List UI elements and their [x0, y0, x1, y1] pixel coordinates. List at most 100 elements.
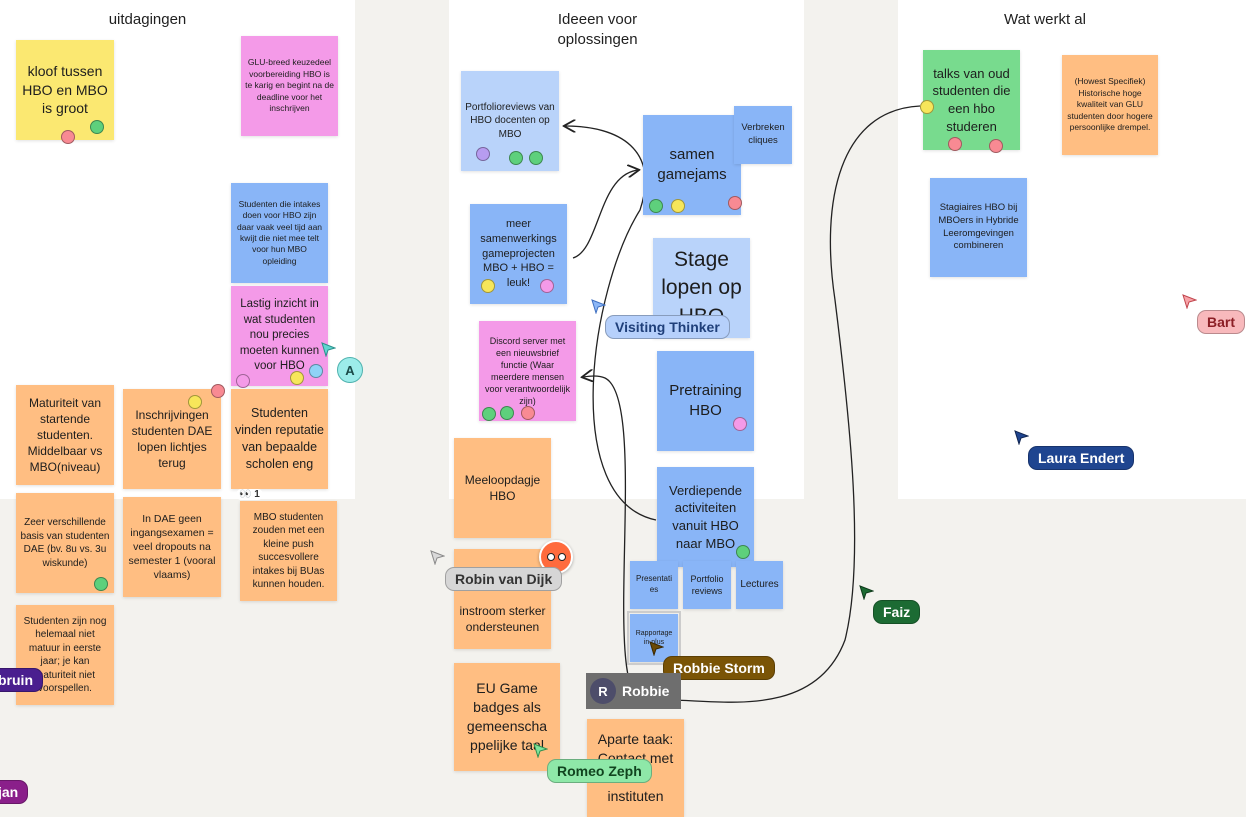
sticky-note-text: Discord server met een nieuwsbrief funct… [484, 335, 571, 407]
sticky-note[interactable]: In DAE geen ingangsexamen = veel dropout… [123, 497, 221, 597]
sticky-note-text: Stagiaires HBO bij MBOers in Hybride Lee… [938, 201, 1019, 252]
vote-dot [476, 147, 490, 161]
cursor-pointer-icon [533, 743, 548, 758]
cursor-label-faiz: Faiz [873, 600, 921, 624]
connector-discord [583, 376, 643, 701]
eyes-icon: 👀 [239, 489, 252, 500]
vote-dot [211, 384, 225, 398]
cursor-label-bart: Bart [1197, 310, 1246, 334]
vote-dot [500, 406, 514, 420]
sticky-note-text: In DAE geen ingangsexamen = veel dropout… [128, 512, 216, 582]
sticky-note[interactable]: samen gamejams [643, 115, 741, 215]
sticky-note-text: Presentaties [635, 574, 673, 594]
vote-dot [948, 137, 962, 151]
vote-dot [481, 279, 495, 293]
vote-dot [529, 151, 543, 165]
sticky-note-text: Studenten die intakes doen voor HBO zijn… [236, 198, 323, 266]
sticky-note[interactable]: EU Game badges als gemeenscha ppelijke t… [454, 663, 560, 771]
vote-dot [649, 199, 663, 213]
vote-dot [509, 151, 523, 165]
vote-dot [733, 417, 747, 431]
sticky-note[interactable]: Lectures [736, 561, 783, 609]
sticky-note[interactable]: Discord server met een nieuwsbrief funct… [479, 321, 576, 421]
vote-dot [989, 139, 1003, 153]
sticky-note[interactable]: GLU-breed keuzedeel voorbereiding HBO is… [241, 36, 338, 136]
sticky-note-text: Portfolio reviews [690, 573, 724, 596]
cursor-label-jan: jan [0, 780, 29, 804]
sticky-note-text: MBO studenten zouden met een kleine push… [252, 511, 325, 591]
sticky-note-text: kloof tussen HBO en MBO is groot [22, 62, 108, 117]
vote-dot [94, 577, 108, 591]
connector-gamejams [572, 170, 638, 259]
sticky-note-text: talks van oud studenten die een hbo stud… [932, 65, 1011, 134]
cursor-pointer-icon [430, 550, 445, 565]
cursor-label-robin-van-dijk: Robin van Dijk [445, 567, 563, 591]
sticky-note[interactable]: Studenten zijn nog helemaal niet matuur … [16, 605, 114, 705]
cursor-label-visiting-thinker: Visiting Thinker [605, 315, 730, 339]
vote-dot [90, 120, 104, 134]
vote-dot [671, 199, 685, 213]
sticky-note[interactable]: kloof tussen HBO en MBO is groot [16, 40, 114, 140]
connector-portfolio [565, 126, 657, 521]
cursor-pointer-icon [1182, 294, 1197, 309]
cursor-avatar-letter: A [345, 362, 355, 378]
sticky-note[interactable]: (Howest Specifiek) Historische hoge kwal… [1062, 55, 1158, 155]
sticky-note[interactable]: Zeer verschillende basis van studenten D… [16, 493, 114, 593]
sticky-note-text: Lastig inzicht in wat studenten nou prec… [239, 298, 320, 373]
sticky-note-text: Zeer verschillende basis van studenten D… [20, 517, 110, 569]
frame-title-uitdagingen: uitdagingen [108, 11, 187, 28]
cursor-label-romeo-zeph: Romeo Zeph [547, 759, 652, 783]
frame-title-wat-werkt-al: Wat werkt al [1004, 11, 1086, 28]
vote-dot [736, 545, 750, 559]
sticky-note[interactable]: Pretraining HBO [657, 351, 754, 451]
cursor-pointer-icon [321, 342, 336, 357]
sticky-note[interactable]: talks van oud studenten die een hbo stud… [923, 50, 1020, 150]
vote-dot [540, 279, 554, 293]
cursor-pointer-icon [1014, 430, 1029, 445]
sticky-note[interactable]: Studenten vinden reputatie van bepaalde … [231, 389, 328, 489]
avatar-letter: R [598, 683, 608, 699]
cursor-avatar-a: A [337, 357, 363, 383]
reaction-count: 1 [254, 489, 260, 500]
sticky-note-text: Studenten zijn nog helemaal niet matuur … [23, 615, 107, 695]
sticky-note-text: samen gamejams [657, 145, 727, 183]
sticky-note[interactable]: Verbreken cliques [734, 106, 792, 164]
sticky-note[interactable]: instroom sterker ondersteunen [454, 549, 551, 649]
sticky-note[interactable]: Inschrijvingen studenten DAE lopen licht… [123, 389, 221, 489]
sticky-note-text: Portfolioreviews van HBO docenten op MBO [465, 101, 555, 140]
sticky-note[interactable]: Presentaties [630, 561, 678, 609]
cursor-label-laura-endert: Laura Endert [1028, 446, 1135, 470]
cursor-label-robbie-storm: Robbie Storm [663, 656, 775, 680]
sticky-note[interactable]: Maturiteit van startende studenten. Midd… [16, 385, 114, 485]
sticky-note-text: Verbreken cliques [741, 122, 785, 146]
sticky-note-text: Rapportage in plus [635, 629, 673, 646]
vote-dot [521, 406, 535, 420]
frame-title-ideeen: Ideeen voor oplossingen [557, 11, 638, 48]
sticky-note[interactable]: MBO studenten zouden met een kleine push… [240, 501, 337, 601]
sticky-note-text: meer samenwerkings gameprojecten MBO + H… [480, 217, 557, 290]
cursor-pointer-icon [591, 299, 606, 314]
sticky-note[interactable]: Stagiaires HBO bij MBOers in Hybride Lee… [930, 178, 1027, 277]
vote-dot [309, 364, 323, 378]
sticky-note-text: Pretraining HBO [669, 381, 742, 419]
vote-dot [728, 196, 742, 210]
vote-dot [61, 130, 75, 144]
vote-dot [482, 407, 496, 421]
sticky-note-text: Meeloopdagje HBO [464, 472, 541, 503]
sticky-note-text: Studenten vinden reputatie van bepaalde … [235, 406, 324, 471]
sticky-note-text: GLU-breed keuzedeel voorbereiding HBO is… [245, 57, 334, 114]
reaction-badge[interactable]: 👀 1 [236, 489, 263, 500]
collaborator-name: Robbie [622, 683, 670, 699]
avatar: R [590, 678, 616, 704]
sticky-note[interactable]: Studenten die intakes doen voor HBO zijn… [231, 183, 328, 283]
sticky-note-text: Lectures [740, 579, 779, 591]
cursor-pointer-icon [649, 641, 664, 656]
cursor-label-bruin: bruin [0, 668, 43, 692]
sticky-note[interactable]: Meeloopdagje HBO [454, 438, 551, 538]
vote-dot [236, 374, 250, 388]
vote-dot [920, 100, 934, 114]
sticky-note[interactable]: Portfolio reviews [683, 561, 731, 609]
collaborator-badge-robbie: R Robbie [586, 673, 681, 709]
vote-dot [188, 395, 202, 409]
sticky-note-text: EU Game badges als gemeenscha ppelijke t… [466, 680, 548, 753]
